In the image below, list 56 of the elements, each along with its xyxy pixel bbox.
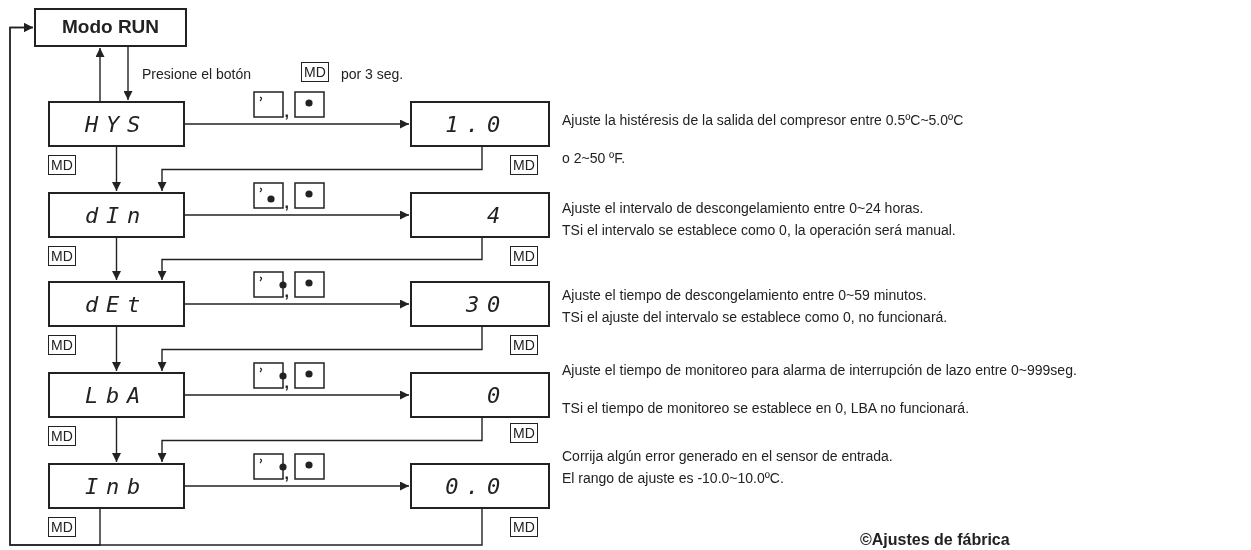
edge-label: ,: [284, 375, 289, 391]
arrow: [95, 47, 105, 102]
note-text: Ajuste el tiempo de monitoreo para alarma de interrupción de lazo entre 0~999seg.: [562, 362, 1078, 379]
key-label: MD: [48, 155, 76, 175]
arrow: [184, 119, 410, 129]
note-text: Corrija algún error generado en el sensor de entrada.: [562, 448, 894, 465]
edge-label: ,: [284, 104, 289, 120]
note-text: Presione el botón: [142, 65, 251, 84]
key-label: MD: [510, 517, 538, 537]
arrow: [184, 481, 410, 491]
note-text: por 3 seg.: [341, 65, 404, 84]
mode-box: Modo RUN: [34, 8, 187, 47]
arrow: [9, 23, 483, 546]
note-text: TSi el ajuste del intervalo se establece como 0, no funcionará.: [562, 309, 949, 326]
display-box: 4: [410, 192, 550, 238]
arrow: [112, 417, 121, 463]
note-text: o 2~50 ºF.: [562, 150, 627, 167]
arrow: [157, 326, 483, 372]
display-box: dIn: [48, 192, 185, 238]
arrow: [157, 146, 483, 192]
key-label: MD: [510, 423, 538, 443]
note-text: Ajuste el tiempo de descongelamiento entre 0~59 minutos.: [562, 287, 928, 304]
key-label: MD: [48, 426, 76, 446]
arrow: [157, 237, 483, 281]
edge-label: ,: [284, 466, 289, 482]
key-label: MD: [510, 155, 538, 175]
display-box: LbA: [48, 372, 185, 418]
note-text: Ajuste el intervalo de descongelamiento entre 0~24 horas.: [562, 200, 925, 217]
display-box: 0: [410, 372, 550, 418]
key-label: MD: [510, 335, 538, 355]
arrow: [157, 417, 483, 463]
key-label: MD: [48, 335, 76, 355]
key-label: MD: [48, 517, 76, 537]
edge-label: ,: [284, 195, 289, 211]
note-text: El rango de ajuste es -10.0~10.0ºC.: [562, 470, 785, 487]
display-box: dEt: [48, 281, 185, 327]
key-label: MD: [48, 246, 76, 266]
display-box: HYS: [48, 101, 185, 147]
arrow: [112, 237, 121, 281]
note-text: TSi el tiempo de monitoreo se establece en 0, LBA no funcionará.: [562, 400, 971, 417]
key-label: MD: [301, 62, 329, 82]
key-label: MD: [510, 246, 538, 266]
arrow: [112, 146, 121, 192]
display-box: Inb: [48, 463, 185, 509]
arrow: [184, 390, 410, 400]
note-text: TSi el intervalo se establece como 0, la operación será manual.: [562, 222, 957, 239]
display-box: 1.0: [410, 101, 550, 147]
arrow: [184, 299, 410, 309]
note-text: Ajuste la histéresis de la salida del compresor entre 0.5ºC~5.0ºC: [562, 112, 965, 129]
note-text: ©Ajustes de fábrica: [860, 530, 1010, 550]
arrow: [184, 210, 410, 220]
arrow: [112, 326, 121, 372]
arrow: [123, 46, 133, 101]
display-box: 30: [410, 281, 550, 327]
edge-label: ,: [284, 284, 289, 300]
display-box: 0.0: [410, 463, 550, 509]
